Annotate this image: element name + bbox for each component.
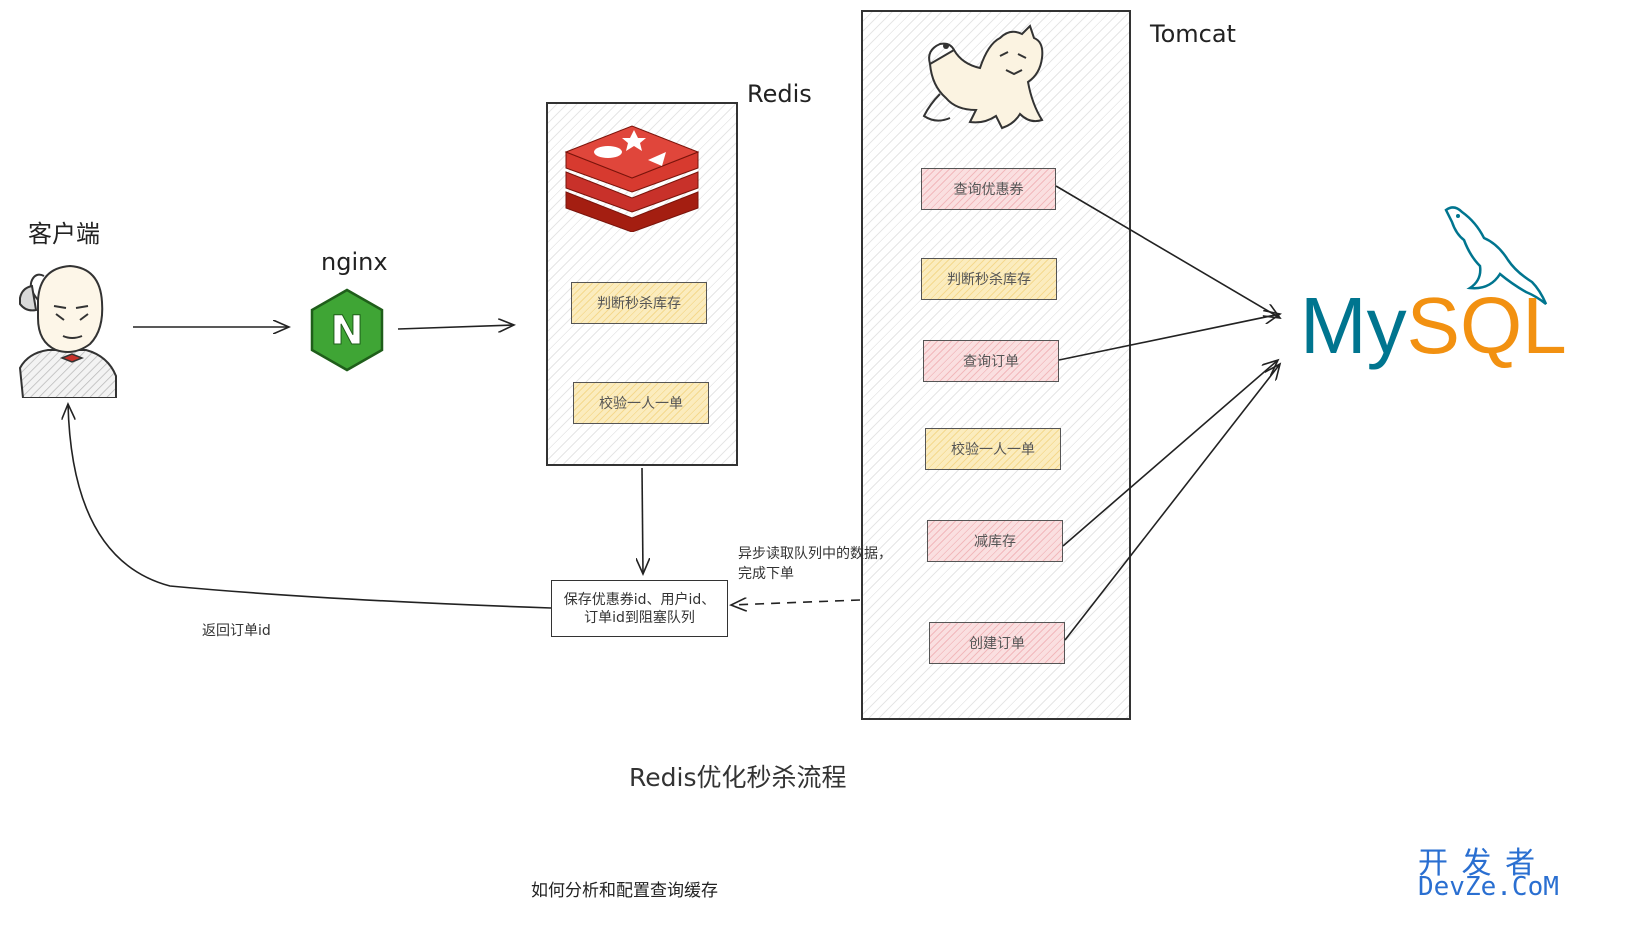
redis-label: Redis xyxy=(747,80,812,108)
arrow-tomcat-to-queue xyxy=(731,600,861,605)
nginx-hexagon-icon: N xyxy=(309,288,385,372)
tomcat-step-one-per-user: 校验一人一单 xyxy=(925,428,1061,470)
arrow-create-order-to-mysql xyxy=(1064,364,1280,641)
tomcat-step-create-order: 创建订单 xyxy=(929,622,1065,664)
mysql-dolphin-icon xyxy=(1440,200,1550,310)
nginx-label: nginx xyxy=(321,248,388,276)
arrow-nginx-to-redis xyxy=(397,325,514,329)
mysql-logo-text: MySQL xyxy=(1300,282,1567,370)
arrow-redis-to-queue xyxy=(642,467,643,574)
tomcat-step-query-order: 查询订单 xyxy=(923,340,1059,382)
queue-line-2: 订单id到阻塞队列 xyxy=(584,609,695,626)
redis-step-one-per-user: 校验一人一单 xyxy=(573,382,709,424)
arrow-query-order-to-mysql xyxy=(1058,314,1280,361)
watermark-top: 开 发 者 xyxy=(1418,846,1538,881)
mysql-sql: SQL xyxy=(1406,281,1567,370)
tomcat-step-check-stock: 判断秒杀库存 xyxy=(921,258,1057,300)
mysql-my: My xyxy=(1300,281,1407,370)
nginx-letter: N xyxy=(330,308,363,354)
watermark-bottom: DevZe.CoM xyxy=(1418,872,1559,902)
redis-stack-icon xyxy=(562,122,702,233)
diagram-title: Redis优化秒杀流程 xyxy=(629,763,847,792)
client-label: 客户端 xyxy=(28,220,100,248)
bottom-link[interactable]: 如何分析和配置查询缓存 xyxy=(531,881,718,901)
redis-step-check-stock: 判断秒杀库存 xyxy=(571,282,707,324)
blocking-queue-box: 保存优惠券id、用户id、 订单id到阻塞队列 xyxy=(551,580,728,637)
arrow-reduce-stock-to-mysql xyxy=(1062,360,1278,547)
queue-line-1: 保存优惠券id、用户id、 xyxy=(563,591,716,608)
tomcat-container xyxy=(861,10,1131,720)
tomcat-step-reduce-stock: 减库存 xyxy=(927,520,1063,562)
async-label-line-2: 完成下单 xyxy=(738,566,794,582)
tomcat-cat-icon xyxy=(910,24,1060,132)
jenkins-avatar-icon xyxy=(8,258,123,399)
arrow-query-coupon-to-mysql xyxy=(1055,185,1280,318)
tomcat-label: Tomcat xyxy=(1150,20,1236,48)
tomcat-step-query-coupon: 查询优惠券 xyxy=(921,168,1056,210)
async-label-line-1: 异步读取队列中的数据， xyxy=(738,546,892,562)
return-order-label: 返回订单id xyxy=(202,623,271,639)
arrow-queue-to-client xyxy=(68,404,552,609)
